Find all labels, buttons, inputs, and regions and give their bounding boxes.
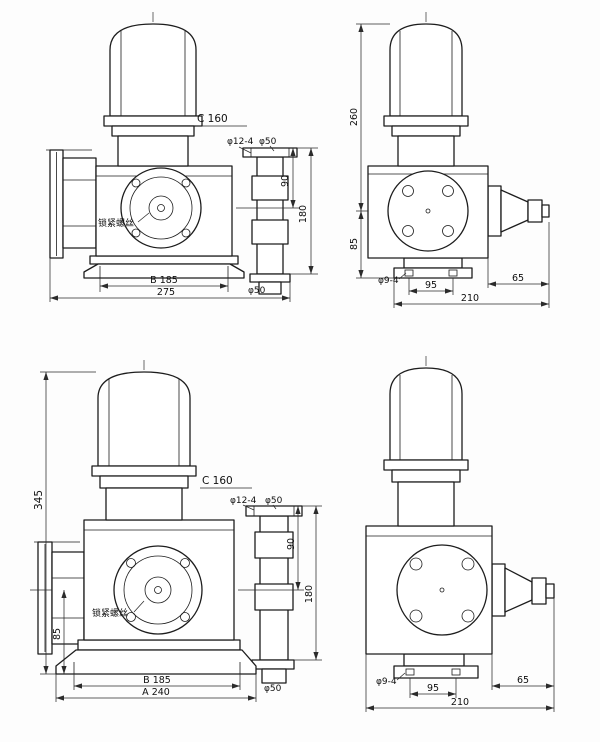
lock-screw-label-large: 锁紧螺丝 xyxy=(92,607,128,619)
view-front-large: 345 85 C 160 φ12-4 φ50 90 180 锁紧螺丝 B 185 xyxy=(30,360,322,702)
dim-label-180: 180 xyxy=(298,205,309,223)
dim-label-85-side: 85 xyxy=(349,238,360,250)
flange-face-small xyxy=(120,167,202,249)
dim-label-motor-flange-c160: C 160 xyxy=(197,113,228,125)
base-side-small xyxy=(393,257,473,279)
dim-label-210: 210 xyxy=(461,293,479,304)
dim-label-flange-od-bottom-large: φ50 xyxy=(264,684,282,694)
motor-side-small xyxy=(383,12,469,167)
dim-label-275: 275 xyxy=(157,287,175,298)
flange-face-large xyxy=(113,545,203,635)
pump-head-small xyxy=(46,149,97,259)
view-side-large: φ9-4 95 65 210 xyxy=(365,356,555,712)
dim-label-foot-holes-phi9-large: φ9-4 xyxy=(376,677,397,687)
discharge-cone-small xyxy=(487,185,550,237)
motor-large xyxy=(91,360,197,521)
base-small xyxy=(83,255,245,279)
base-side-large xyxy=(393,653,479,679)
motor-small xyxy=(103,12,203,167)
dim-label-motor-flange-c160-large: C 160 xyxy=(202,475,233,487)
dimensions-front-large: 345 85 C 160 φ12-4 φ50 90 180 锁紧螺丝 B 185 xyxy=(30,371,322,702)
dim-label-bolt-holes-phi12: φ12-4 xyxy=(227,137,254,147)
motor-side-large xyxy=(383,356,469,527)
dim-label-bolt-holes-phi12-large: φ12-4 xyxy=(230,496,257,506)
dim-label-flange-od-top: φ50 xyxy=(259,137,277,147)
dimensions-front-small: C 160 φ12-4 φ50 90 180 锁紧螺丝 B 185 275 φ5 xyxy=(49,113,318,302)
dimensions-side-small: 260 85 φ9-4 95 65 210 xyxy=(349,23,550,308)
cover-circle-small xyxy=(387,170,469,252)
dim-label-180-large: 180 xyxy=(304,585,315,603)
dim-label-foot-holes-phi9: φ9-4 xyxy=(378,276,399,286)
dim-label-a240: A 240 xyxy=(142,687,170,698)
view-front-small: C 160 φ12-4 φ50 90 180 锁紧螺丝 B 185 275 φ5 xyxy=(46,12,318,302)
dim-label-260: 260 xyxy=(349,108,360,126)
dim-label-flange-od-top-large: φ50 xyxy=(265,496,283,506)
view-side-small: 260 85 φ9-4 95 65 210 xyxy=(349,12,550,308)
dim-label-65-large: 65 xyxy=(517,675,529,686)
discharge-cone-large xyxy=(491,563,555,617)
dim-label-90-large: 90 xyxy=(286,538,297,550)
dim-label-b185-large: B 185 xyxy=(143,675,171,686)
dim-label-95-large: 95 xyxy=(427,683,439,694)
dimensions-side-large: φ9-4 95 65 210 xyxy=(365,598,555,712)
valve-column-large xyxy=(245,505,303,684)
dim-label-210-large: 210 xyxy=(451,697,469,708)
dim-label-b185: B 185 xyxy=(150,275,178,286)
base-large xyxy=(55,639,257,675)
dim-label-85-front: 85 xyxy=(52,628,63,640)
dim-label-95: 95 xyxy=(425,280,437,291)
dim-label-flange-od-bottom: φ50 xyxy=(248,286,266,296)
valve-column-small xyxy=(242,147,298,295)
dim-label-90: 90 xyxy=(280,175,291,187)
lock-screw-label: 锁紧螺丝 xyxy=(98,217,134,229)
cover-circle-large xyxy=(396,544,488,636)
dim-label-65: 65 xyxy=(512,273,524,284)
dim-label-345: 345 xyxy=(33,490,45,510)
